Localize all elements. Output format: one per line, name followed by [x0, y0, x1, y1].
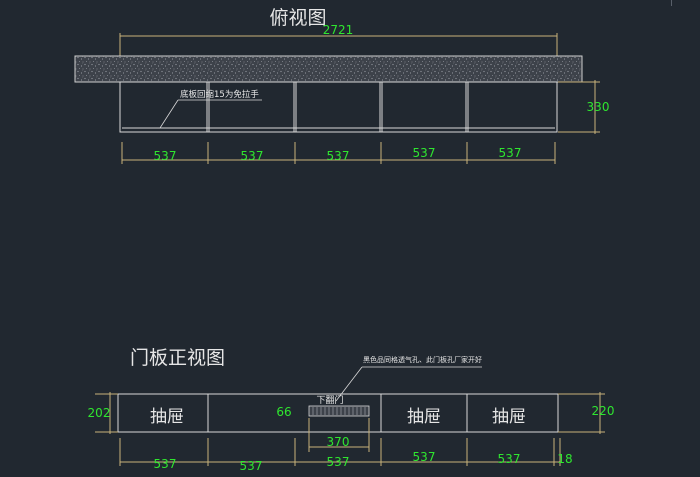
vent-height-label: 66: [276, 405, 291, 419]
drawer-label-3: 抽屉: [492, 407, 526, 427]
window-frame-corner: [671, 0, 694, 6]
side-gap-label: 18: [557, 452, 572, 466]
front-module-width-5: 537: [498, 452, 521, 466]
vent-note: 黑色品同格透气孔、此门板孔厂家开好: [363, 355, 482, 364]
top-view-title: 俯视图: [269, 7, 326, 29]
vent-width-dimension: [308, 418, 370, 452]
drawer-label-2: 抽屉: [407, 407, 441, 427]
note-leader: [159, 99, 179, 129]
top-module-width-1: 537: [154, 149, 177, 163]
vent-grille: [308, 405, 370, 417]
top-module-width-3: 537: [327, 149, 350, 163]
front-view-title: 门板正视图: [130, 347, 225, 369]
cabinet-body-top-view: [119, 81, 558, 133]
vent-width-label: 370: [327, 435, 350, 449]
bottom-plate-note: 底板回缩15为免拉手: [180, 89, 259, 100]
vent-note-leader: [335, 366, 363, 402]
top-module-width-4: 537: [413, 146, 436, 160]
module-width-dimension-top: [121, 142, 556, 164]
depth-label: 330: [587, 100, 610, 114]
overall-width-label: 2721: [323, 23, 354, 37]
right-height-dimension: [558, 392, 605, 434]
module-width-dimension-front: [119, 438, 561, 466]
front-module-width-1: 537: [154, 457, 177, 471]
drawer-label-1: 抽屉: [150, 407, 184, 427]
top-module-width-5: 537: [499, 146, 522, 160]
front-module-width-3: 537: [327, 455, 350, 469]
front-module-width-2: 537: [240, 459, 263, 473]
front-module-width-4: 537: [413, 450, 436, 464]
top-module-width-2: 537: [241, 149, 264, 163]
left-height-label: 202: [88, 406, 111, 420]
right-height-label: 220: [592, 404, 615, 418]
depth-dimension: [558, 80, 600, 134]
flap-door-label: 下翻门: [316, 394, 343, 406]
left-height-dimension: [95, 392, 118, 434]
front-cabinet: [117, 393, 559, 433]
countertop-slab: [74, 55, 583, 83]
